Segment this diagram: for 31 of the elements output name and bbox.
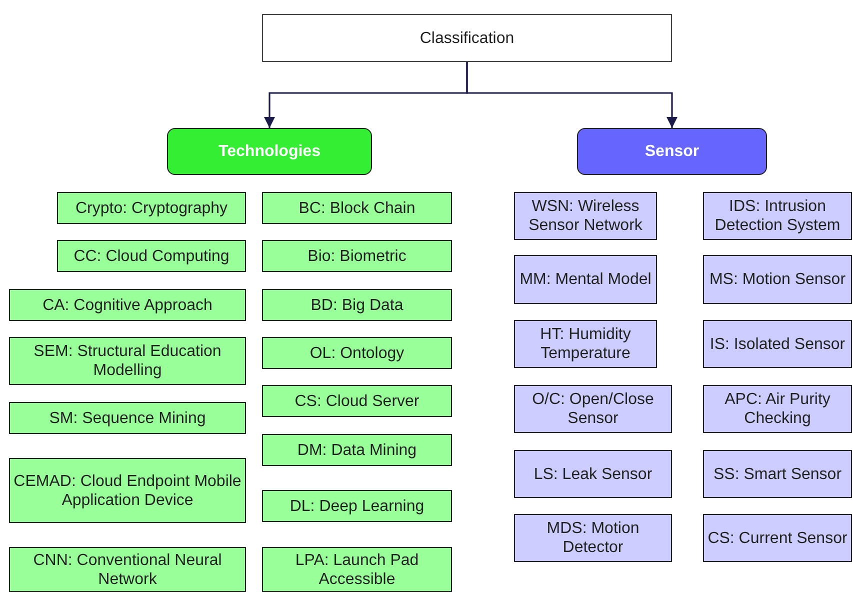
category-box: Technologies (167, 128, 372, 175)
term-box: DL: Deep Learning (262, 490, 452, 522)
term-box: CNN: Conventional Neural Network (9, 547, 246, 592)
term-box: DM: Data Mining (262, 434, 452, 466)
term-box: MM: Mental Model (514, 255, 657, 304)
term-box: LS: Leak Sensor (514, 450, 672, 498)
term-box: HT: Humidity Temperature (514, 320, 657, 368)
term-box: O/C: Open/Close Sensor (514, 385, 672, 433)
term-box: MDS: Motion Detector (514, 514, 672, 562)
term-box: Bio: Biometric (262, 240, 452, 272)
term-box: APC: Air Purity Checking (703, 385, 852, 433)
term-box: BC: Block Chain (262, 192, 452, 224)
term-box: CS: Cloud Server (262, 385, 452, 417)
term-box: CEMAD: Cloud Endpoint Mobile Application Device (9, 458, 246, 523)
term-box: SEM: Structural Education Modelling (9, 337, 246, 385)
term-box: BD: Big Data (262, 289, 452, 321)
term-box: WSN: Wireless Sensor Network (514, 192, 657, 240)
term-box: CA: Cognitive Approach (9, 289, 246, 321)
term-box: MS: Motion Sensor (703, 255, 852, 304)
term-box: IS: Isolated Sensor (703, 320, 852, 368)
term-box: SS: Smart Sensor (703, 450, 852, 498)
arrow (466, 62, 678, 128)
term-box: OL: Ontology (262, 337, 452, 369)
term-box: Crypto: Cryptography (57, 192, 246, 224)
term-box: SM: Sequence Mining (9, 402, 246, 434)
category-box: Classification (262, 14, 672, 62)
term-box: CC: Cloud Computing (57, 240, 246, 272)
term-box: IDS: Intrusion Detection System (703, 192, 852, 240)
category-box: Sensor (577, 128, 767, 175)
term-box: CS: Current Sensor (703, 514, 852, 562)
term-box: LPA: Launch Pad Accessible (262, 547, 452, 592)
